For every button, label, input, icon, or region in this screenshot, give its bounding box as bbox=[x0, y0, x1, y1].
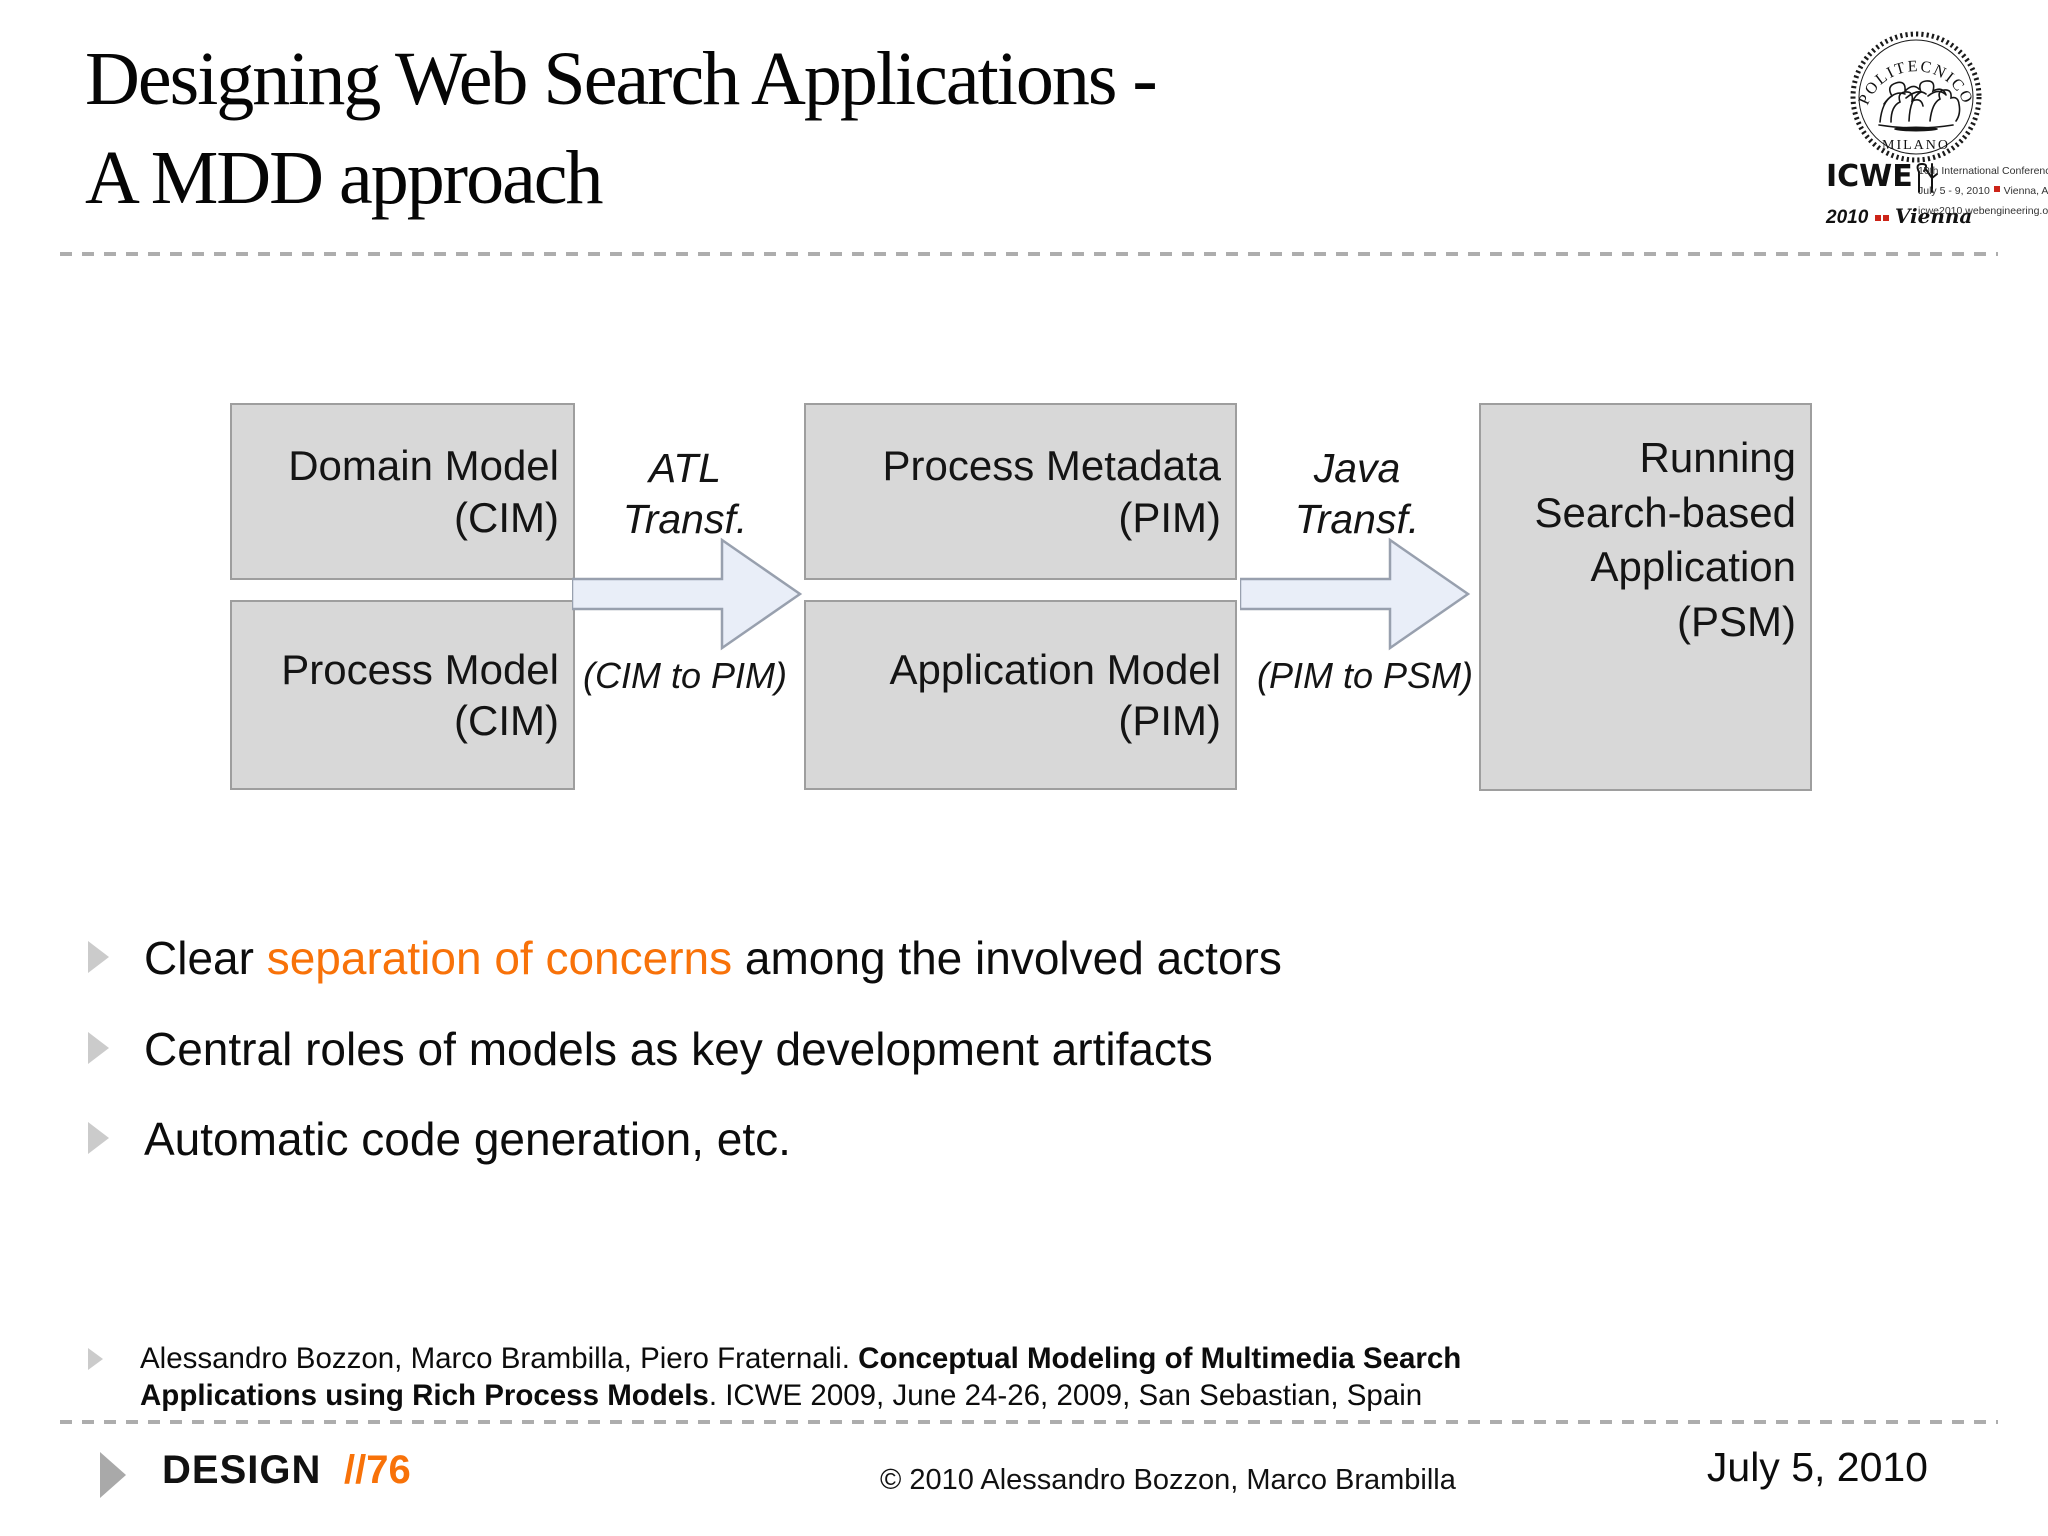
seal-figures-drawing bbox=[1878, 80, 1961, 132]
diagram-box-domain-model: Domain Model (CIM) bbox=[230, 403, 575, 580]
title-line-2: A MDD approach bbox=[85, 135, 604, 220]
footer-arrow-icon bbox=[100, 1452, 126, 1498]
diagram-box-process-metadata: Process Metadata (PIM) bbox=[804, 403, 1237, 580]
icwe-info-line2: July 5 - 9, 2010 Vienna, Austria bbox=[1918, 184, 2048, 197]
transformation-arrow-icon bbox=[572, 537, 803, 651]
seal-bottom-text: MILANO bbox=[1882, 138, 1950, 153]
icwe-info-line1: 10th International Conference on Web Eng… bbox=[1918, 165, 2048, 177]
arrow-sublabel-cim-to-pim: (CIM to PIM) bbox=[583, 655, 787, 696]
bullet-code-generation: Automatic code generation, etc. bbox=[88, 1111, 1908, 1169]
bullet-arrow-icon bbox=[88, 941, 109, 973]
citation: Alessandro Bozzon, Marco Brambilla, Pier… bbox=[88, 1340, 1620, 1415]
icwe-2010-logo: ICWE 2010 Vienna 10th International Conf… bbox=[1826, 162, 2048, 229]
citation-title: Conceptual Modeling of Multimedia Search… bbox=[140, 1342, 1462, 1413]
slide-date: July 5, 2010 bbox=[1706, 1444, 1928, 1490]
citation-authors: Alessandro Bozzon, Marco Brambilla, Pier… bbox=[140, 1342, 859, 1375]
politecnico-milano-seal-icon: POLITECNICO MILANO bbox=[1850, 31, 1982, 163]
page-title: Designing Web Search Applications - A MD… bbox=[85, 30, 1158, 228]
red-square-icon bbox=[1993, 185, 2000, 192]
bullet-arrow-icon bbox=[88, 1122, 109, 1154]
red-square-icon bbox=[1882, 215, 1889, 221]
arrow-label-java-transf: Java Transf. bbox=[1294, 445, 1420, 543]
bottom-dashed-divider bbox=[60, 1420, 1998, 1424]
arrow-label-atl-transf: ATL Transf. bbox=[622, 445, 748, 543]
icwe-info-line3: icwe2010.webengineering.org bbox=[1918, 204, 2048, 217]
title-line-1: Designing Web Search Applications - bbox=[85, 37, 1158, 121]
slide-number: //76 bbox=[344, 1448, 411, 1492]
diagram-box-process-model: Process Model (CIM) bbox=[230, 600, 575, 790]
bullet-separation-of-concerns: Clear separation of concerns among the i… bbox=[88, 930, 1908, 988]
bullet-list: Clear separation of concerns among the i… bbox=[88, 930, 1908, 1202]
citation-venue: . ICWE 2009, June 24-26, 2009, San Sebas… bbox=[708, 1379, 1423, 1413]
diagram-box-application-model: Application Model (PIM) bbox=[804, 600, 1237, 790]
transformation-arrow-icon bbox=[1240, 537, 1471, 651]
top-dashed-divider bbox=[60, 252, 1998, 256]
icwe-conference-info: 10th International Conference on Web Eng… bbox=[1918, 162, 2048, 222]
footer-section-label: DESIGN bbox=[162, 1448, 322, 1492]
bullet-arrow-icon bbox=[88, 1348, 103, 1370]
bullet-central-roles: Central roles of models as key developme… bbox=[88, 1021, 1908, 1079]
icwe-scribble-icon bbox=[1916, 162, 1938, 193]
bullet-arrow-icon bbox=[88, 1031, 109, 1064]
icwe-city: Vienna bbox=[1894, 204, 1973, 228]
red-square-icon bbox=[1874, 215, 1881, 221]
diagram-box-running-application: Running Search-based Application (PSM) bbox=[1479, 403, 1812, 791]
icwe-wordmark: ICWE bbox=[1826, 162, 1938, 196]
icwe-year-city: 2010 Vienna bbox=[1826, 204, 1973, 228]
highlighted-phrase: separation of concerns bbox=[266, 932, 733, 984]
arrow-sublabel-pim-to-psm: (PIM to PSM) bbox=[1256, 655, 1474, 696]
copyright-text: © 2010 Alessandro Bozzon, Marco Brambill… bbox=[880, 1464, 1456, 1496]
